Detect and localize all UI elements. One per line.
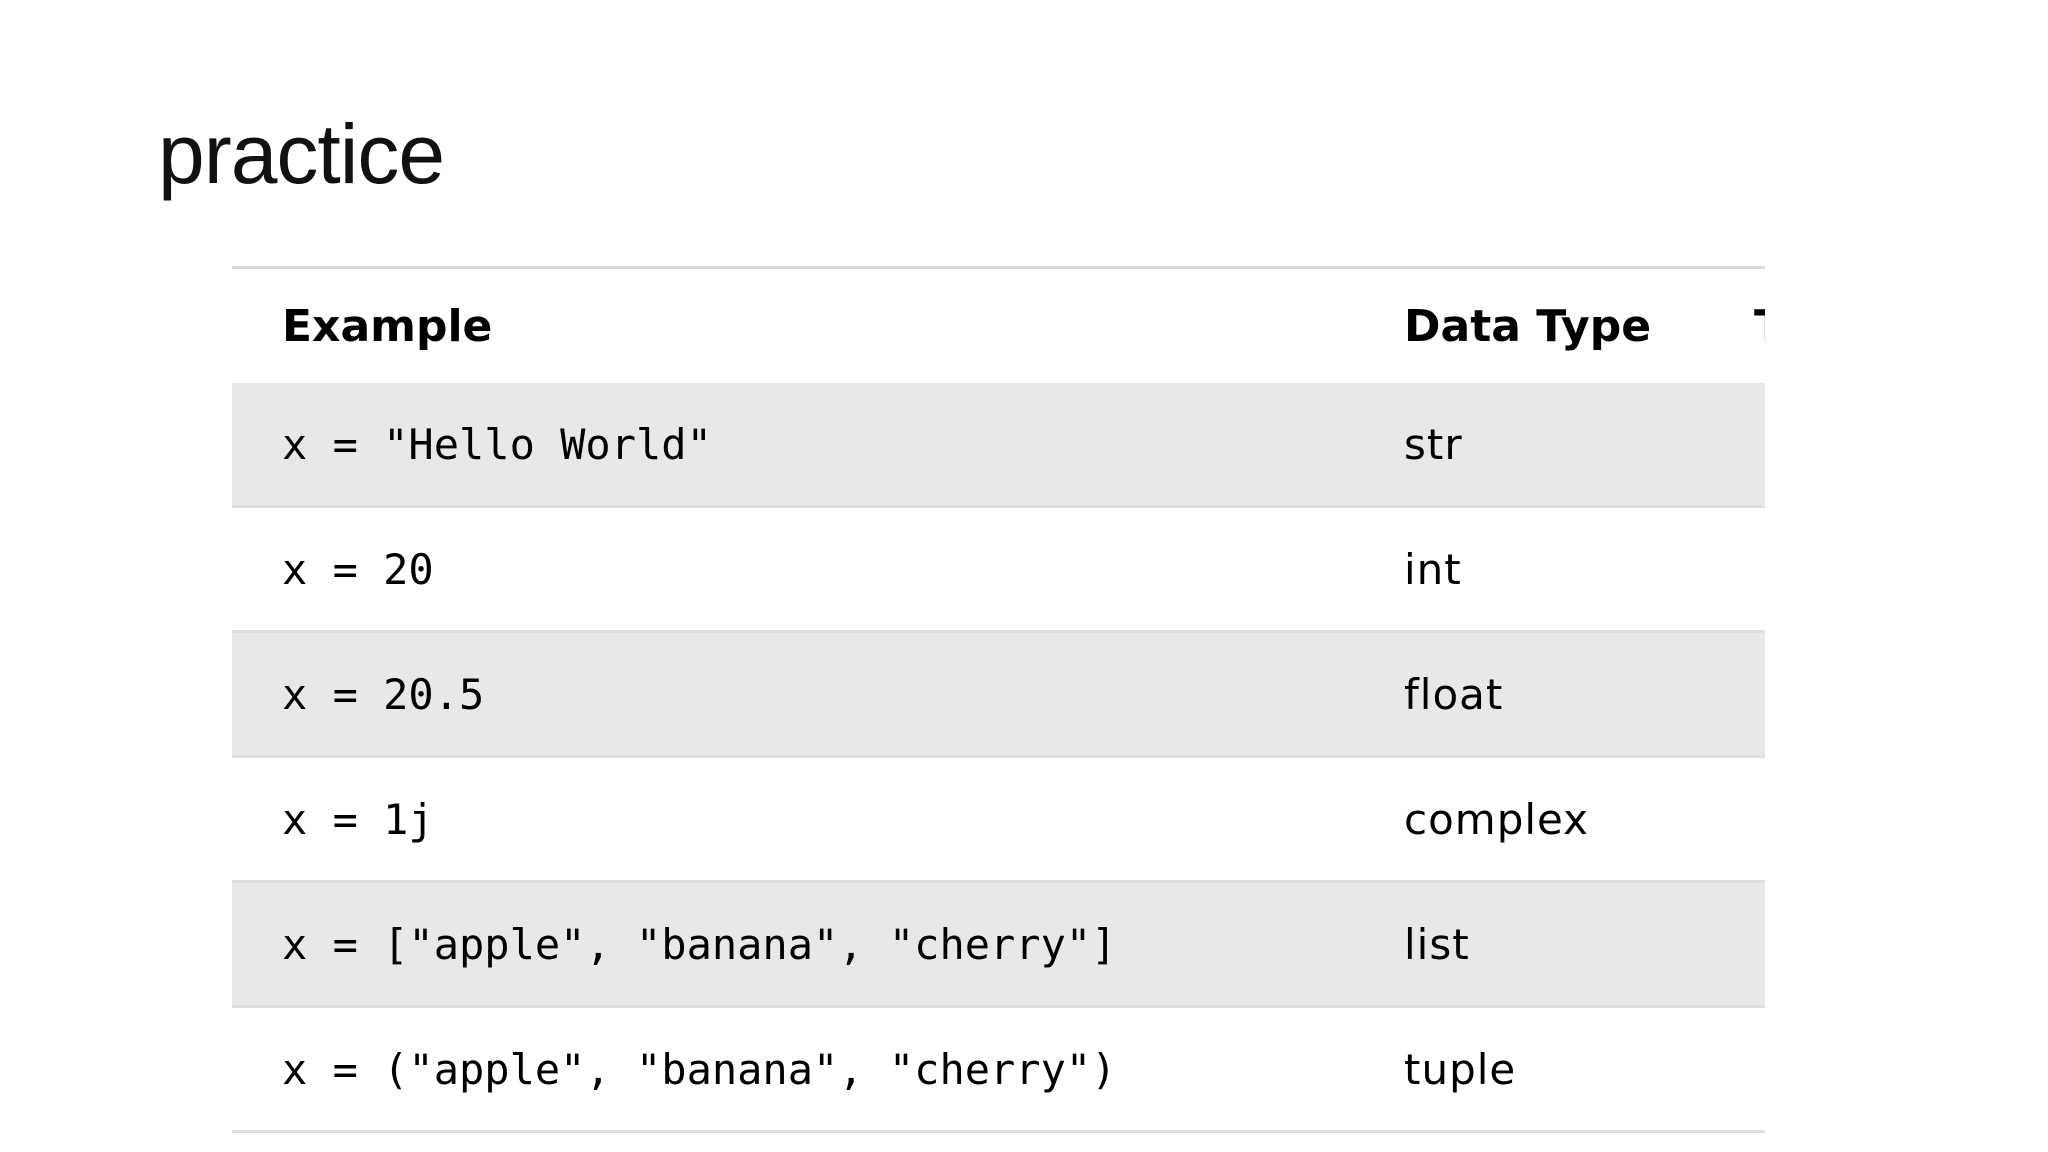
data-type-cell: int (1404, 544, 1462, 594)
header-example: Example (282, 300, 493, 352)
table-row: x = "Hello World" str (232, 383, 1765, 508)
header-truncated: T (1754, 301, 1765, 352)
table-row: x = 20 int (232, 508, 1765, 633)
data-type-cell: float (1404, 669, 1504, 719)
slide-title: practice (158, 107, 445, 201)
table-row: x = 1j complex (232, 758, 1765, 883)
example-cell: x = ["apple", "banana", "cherry"] (282, 919, 1117, 969)
data-type-cell: list (1404, 919, 1470, 969)
example-cell: x = 20.5 (282, 669, 485, 719)
data-types-table: Example Data Type T x = "Hello World" st… (232, 266, 1765, 1133)
table-row: x = 20.5 float (232, 633, 1765, 758)
example-cell: x = 1j (282, 794, 434, 844)
data-type-cell: tuple (1404, 1044, 1517, 1094)
table-row: x = ("apple", "banana", "cherry") tuple (232, 1008, 1765, 1133)
table-header-row: Example Data Type T (232, 269, 1765, 383)
header-data-type: Data Type (1404, 300, 1652, 352)
example-cell: x = 20 (282, 544, 434, 594)
data-type-cell: str (1404, 419, 1463, 469)
table-row: x = ["apple", "banana", "cherry"] list (232, 883, 1765, 1008)
example-cell: x = ("apple", "banana", "cherry") (282, 1044, 1117, 1094)
example-cell: x = "Hello World" (282, 419, 712, 469)
data-type-cell: complex (1404, 794, 1589, 844)
